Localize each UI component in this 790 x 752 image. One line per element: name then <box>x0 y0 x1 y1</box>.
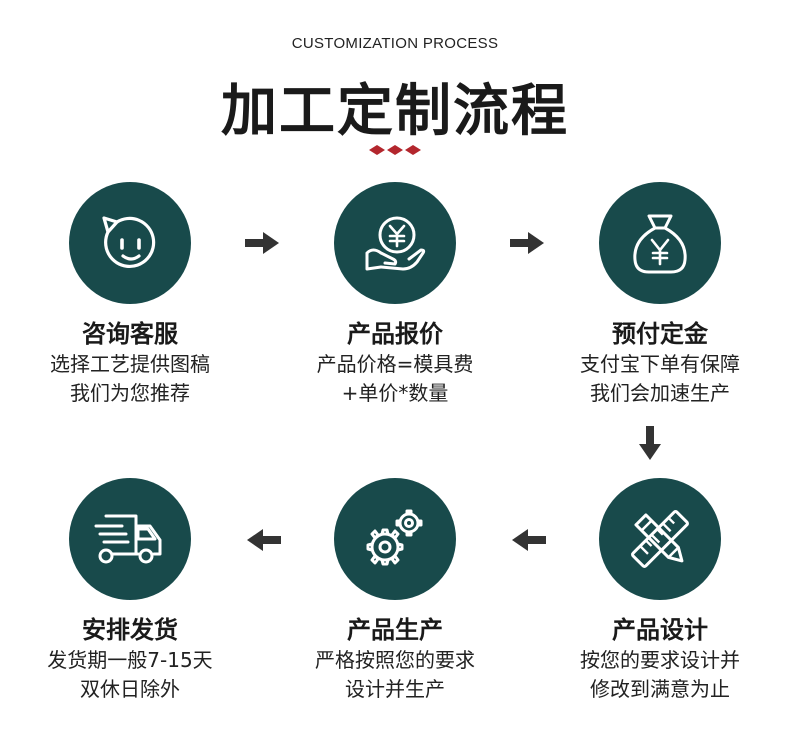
step-desc-line2: 我们会加速生产 <box>590 381 730 405</box>
chat-face-icon <box>102 216 156 269</box>
arrow-right-icon <box>245 232 279 254</box>
step-design: 产品设计 按您的要求设计并 修改到满意为止 <box>540 478 780 704</box>
money-bag-icon <box>633 214 687 274</box>
yen-hand-icon <box>365 216 426 271</box>
step-title: 预付定金 <box>612 320 708 348</box>
step-shipping: 安排发货 发货期一般7-15天 双休日除外 <box>10 478 250 704</box>
step-icon-circle <box>599 182 721 304</box>
step-desc-line1: 选择工艺提供图稿 <box>50 352 210 376</box>
step-desc-line1: 按您的要求设计并 <box>580 648 740 672</box>
arrow-left-icon <box>247 529 281 551</box>
step-icon-circle <box>69 182 191 304</box>
step-title: 产品报价 <box>347 320 443 348</box>
step-consult: 咨询客服 选择工艺提供图稿 我们为您推荐 <box>10 182 250 408</box>
step-desc-line2: 修改到满意为止 <box>590 677 730 701</box>
step-title: 产品设计 <box>612 616 708 644</box>
step-desc-line1: 支付宝下单有保障 <box>580 352 740 376</box>
step-deposit: 预付定金 支付宝下单有保障 我们会加速生产 <box>540 182 780 408</box>
step-desc-line2: 我们为您推荐 <box>70 381 190 405</box>
step-title: 咨询客服 <box>82 320 178 348</box>
arrow-down-icon <box>639 426 661 460</box>
step-icon-circle <box>69 478 191 600</box>
step-icon-circle <box>334 478 456 600</box>
arrow-right-icon <box>510 232 544 254</box>
step-icon-circle <box>334 182 456 304</box>
step-title: 产品生产 <box>347 616 443 644</box>
page-title: 加工定制流程 <box>221 79 569 144</box>
step-desc-line1: 严格按照您的要求 <box>315 648 475 672</box>
step-production: 产品生产 严格按照您的要求 设计并生产 <box>275 478 515 704</box>
section-subtitle: CUSTOMIZATION PROCESS <box>291 35 499 52</box>
step-desc-line1: 产品价格=模具费 <box>316 352 474 376</box>
step-icon-circle <box>599 478 721 600</box>
step-quote: 产品报价 产品价格=模具费 +单价*数量 <box>275 182 515 408</box>
gears-icon <box>366 509 423 566</box>
step-desc-line2: 双休日除外 <box>80 677 180 701</box>
step-title: 安排发货 <box>82 616 178 644</box>
pencil-ruler-icon <box>631 510 689 568</box>
step-desc-line1: 发货期一般7-15天 <box>47 648 213 672</box>
delivery-truck-icon <box>94 514 162 564</box>
arrow-left-icon <box>512 529 546 551</box>
step-desc-line2: 设计并生产 <box>345 677 445 701</box>
diamond-divider-icon <box>369 145 421 155</box>
step-desc-line2: +单价*数量 <box>341 381 449 405</box>
